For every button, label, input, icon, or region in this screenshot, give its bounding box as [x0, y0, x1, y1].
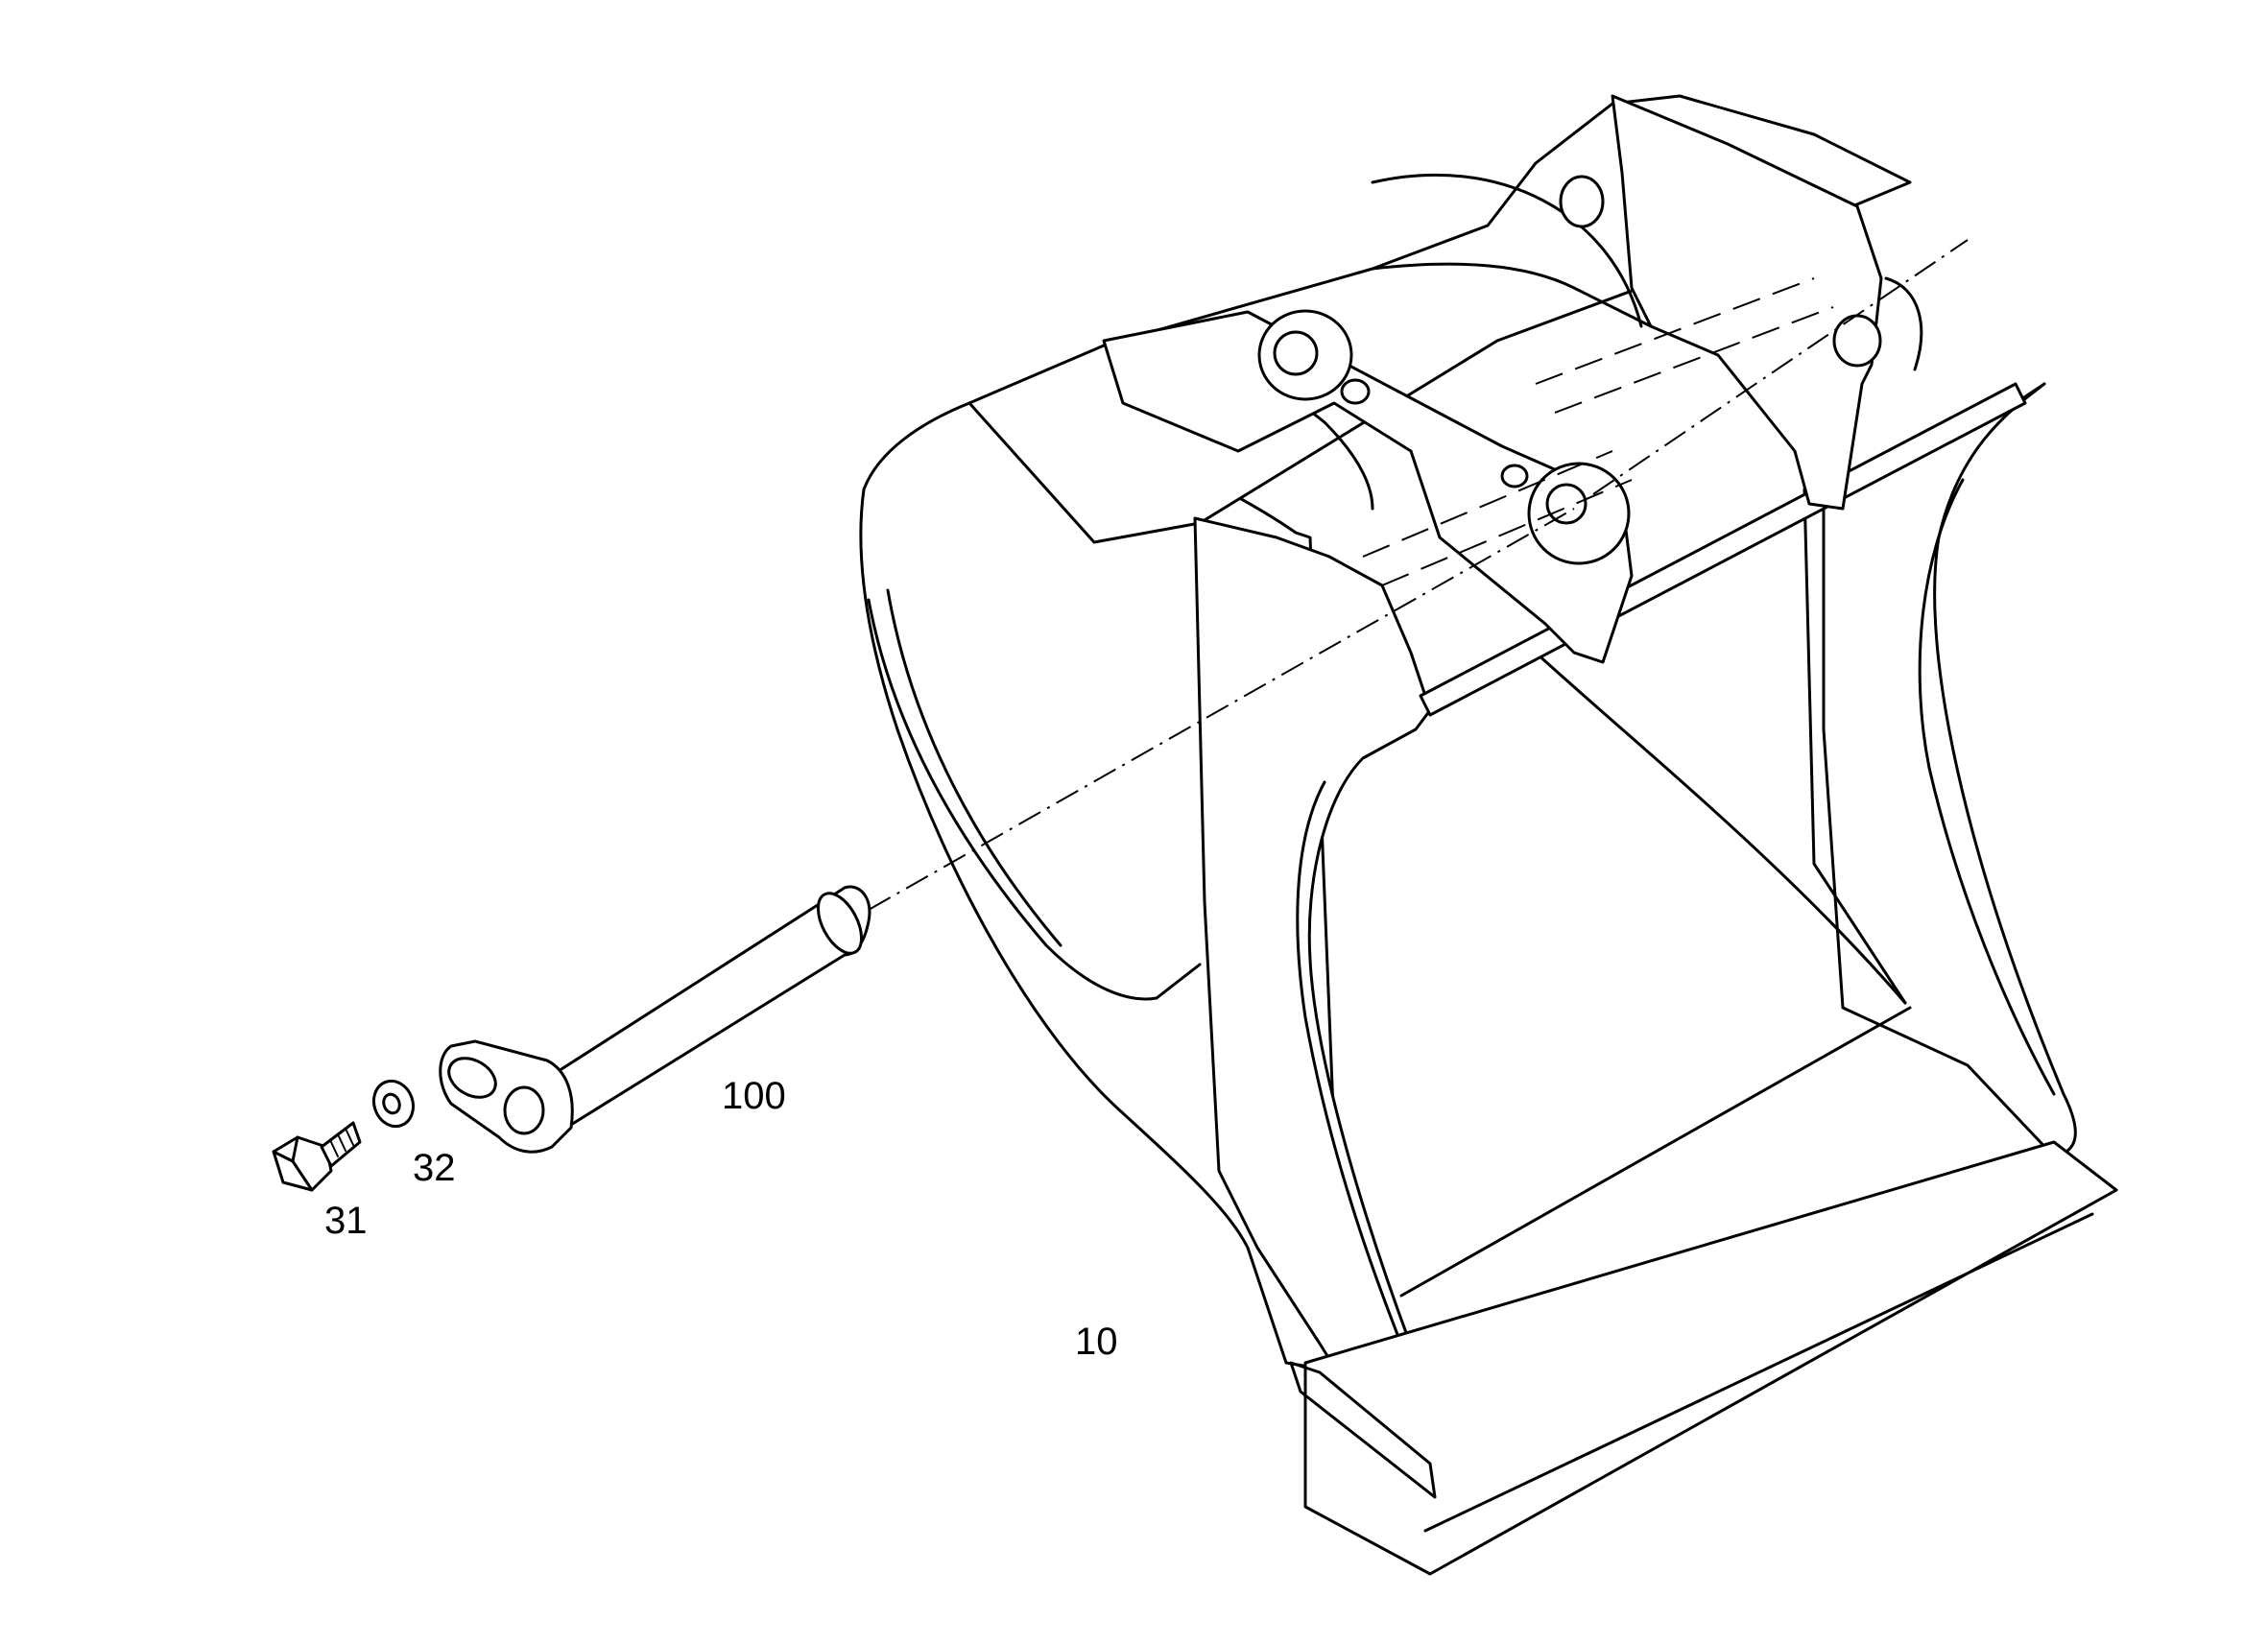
bucket-far-sideplate: [1822, 382, 2077, 1158]
boss-rear-lower: [1832, 276, 1923, 371]
bucket-cutting-edge: [1303, 1140, 2118, 1576]
callout-pin-number: 100: [722, 1075, 786, 1117]
floor-line-3: [1802, 488, 1907, 1005]
boss-front-upper: [1257, 309, 1371, 405]
hidden-line-3: [1535, 277, 1815, 385]
floor-line-1: [1399, 1006, 1912, 1298]
callout-bucket-number: 10: [1075, 1321, 1118, 1363]
bucket-side-curve: [867, 598, 1202, 1001]
ear-plate-rear: [1611, 94, 1883, 511]
bolt-part: [272, 1121, 362, 1192]
pin-head-boss: [503, 1085, 545, 1135]
hood-seam-2: [1371, 262, 1653, 328]
assembly-axis-line: [868, 508, 1575, 911]
ear-plate-front: [1102, 310, 1634, 664]
hidden-line-2: [1381, 479, 1633, 586]
grease-nipple: [1500, 464, 1529, 488]
grease-nipple: [1340, 378, 1371, 405]
bucket-body: [859, 94, 2118, 1576]
pin-part: [439, 885, 871, 1154]
callout-washer-number: 32: [413, 1147, 456, 1189]
far-sideplate-inner-edge: [1918, 478, 2056, 1096]
lip-plate: [1289, 1361, 1437, 1499]
floor-line-2: [1534, 651, 1907, 1005]
washer-part: [371, 1079, 416, 1129]
bucket-side-seam: [886, 588, 1062, 947]
boss-front-lower: [1500, 462, 1631, 565]
hood-seam-3: [1371, 173, 1643, 328]
pin-plate-slot: [447, 1057, 497, 1099]
assembly-axis-line-rear: [1592, 239, 1969, 495]
callout-bolt-number: 31: [324, 1200, 368, 1242]
cutting-edge-line: [1423, 1212, 2094, 1533]
pin-shaft: [536, 885, 871, 1130]
hidden-line-4: [1554, 306, 1834, 414]
bolt-shank: [320, 1121, 362, 1168]
hidden-line-1: [1362, 450, 1613, 558]
boss-rear-upper: [1559, 175, 1605, 228]
